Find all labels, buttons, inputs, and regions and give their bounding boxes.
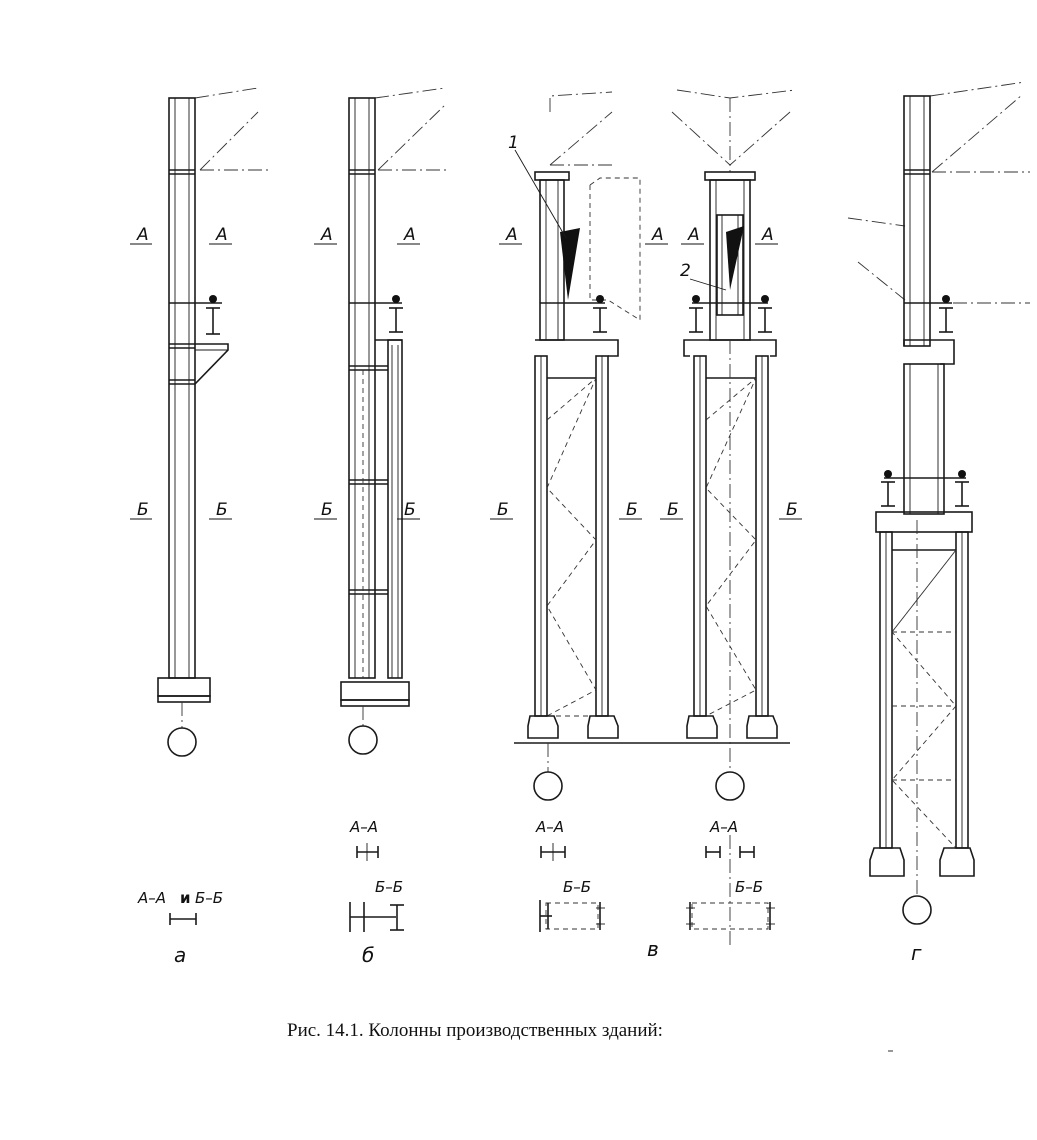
marker-a: А — [651, 225, 664, 245]
section-label-aa: А–А — [709, 818, 738, 836]
variant-a: а — [174, 943, 186, 967]
column-b — [340, 87, 450, 755]
section-label-bb: Б–Б — [375, 878, 403, 896]
marker-b: Б — [137, 500, 149, 520]
section-label-bb: Б–Б — [735, 878, 763, 896]
marker-a: А — [687, 225, 700, 245]
variant-v: в — [647, 937, 659, 961]
marker-a: А — [215, 225, 228, 245]
marker-b: Б — [626, 500, 638, 520]
variant-labels: а б в г — [174, 937, 922, 967]
section-markers: А А Б Б А А Б Б А А А А Б Б Б Б — [130, 225, 802, 520]
figure-caption: Рис. 14.1. Колонны производственных здан… — [287, 1020, 663, 1041]
marker-b: Б — [216, 500, 228, 520]
column-v-left — [514, 91, 790, 801]
variant-g: г — [911, 941, 922, 965]
section-label-aa: А–А — [535, 818, 564, 836]
cross-sections: А–А и Б–Б А–А Б–Б А–А Б–Б А–А — [137, 818, 775, 945]
variant-b: б — [362, 943, 374, 967]
section-label-aa: А–А — [137, 889, 166, 907]
column-a — [157, 87, 268, 757]
section-label-bb: Б–Б — [563, 878, 591, 896]
marker-a: А — [761, 225, 774, 245]
column-v-right — [671, 89, 796, 801]
column-g — [847, 81, 1030, 925]
section-label-aa: А–А — [349, 818, 378, 836]
section-label-and: и — [180, 889, 191, 907]
marker-a: А — [320, 225, 333, 245]
marker-a: А — [403, 225, 416, 245]
section-label-bb: Б–Б — [195, 889, 223, 907]
marker-b: Б — [404, 500, 416, 520]
callout-2: 2 — [680, 261, 691, 281]
marker-b: Б — [321, 500, 333, 520]
marker-b: Б — [497, 500, 509, 520]
callout-1: 1 — [508, 133, 519, 153]
marker-b: Б — [786, 500, 798, 520]
callouts: 1 2 — [508, 133, 727, 291]
marker-b: Б — [667, 500, 679, 520]
marker-a: А — [136, 225, 149, 245]
marker-a: А — [505, 225, 518, 245]
